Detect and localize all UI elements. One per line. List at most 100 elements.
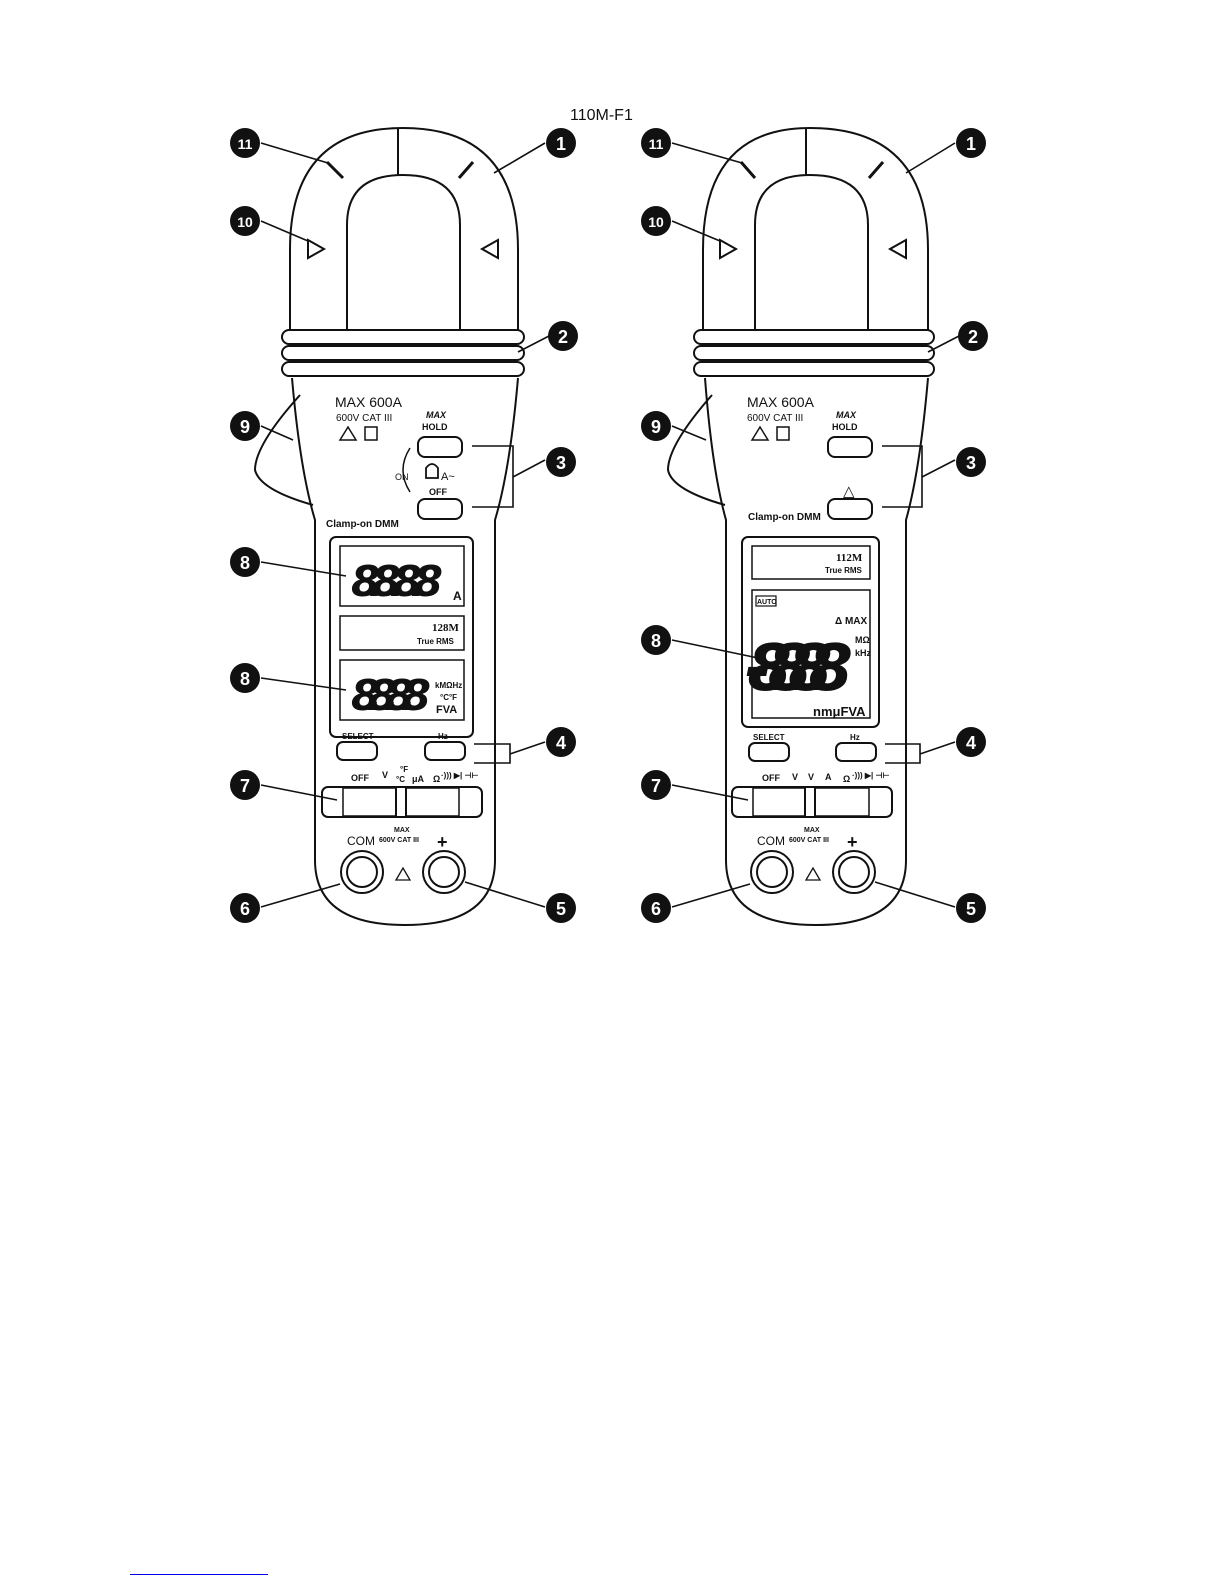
right-rms-label: True RMS [825,566,863,575]
right-display-panel [741,536,880,728]
left-jaw-outer [289,126,519,330]
callout-2-left [548,321,578,351]
left-high-voltage-icon [364,426,378,441]
left-com-label: COM [347,834,375,848]
callout-badges: 1 2 3 4 5 6 7 8 8 9 10 11 1 2 3 4 5 6 [230,128,988,923]
left-barrier-ring-3 [281,361,525,377]
left-select-button[interactable] [336,741,378,761]
right-hz-button[interactable] [835,742,877,762]
right-switch-pos-v2: V [808,772,814,782]
left-max-label: MAX [426,410,447,420]
right-high-voltage-icon [776,426,790,441]
left-meter [253,126,525,927]
callout-6-right [641,893,671,923]
leader-lines [260,142,960,908]
left-switch-pos-f: °F [400,765,408,774]
left-rms-label: True RMS [417,637,455,646]
left-hz-button[interactable] [424,741,466,761]
callout-4-right-label: 4 [966,733,976,753]
right-plus-label: + [847,832,858,852]
right-barrier-ring-3 [693,361,935,377]
callout-9-left [230,411,260,441]
callout-5-right-label: 5 [966,899,976,919]
right-barrier-ring-1 [693,329,935,345]
callout-2-right-label: 2 [968,327,978,347]
left-off-button[interactable] [417,498,463,520]
callout-7-right-label: 7 [651,776,661,796]
callout-8-right-label: 8 [651,631,661,651]
left-hold-label: HOLD [422,422,448,432]
right-display-units-2: kHz [855,648,872,658]
callout-1-left-label: 1 [556,134,566,154]
left-jaw-mark-right-icon [479,238,499,260]
right-switch-knob[interactable] [804,786,816,818]
right-terminal-max: MAX [804,827,820,834]
right-model-label: 112M [836,552,863,564]
callout-11-right-label: 11 [649,136,664,152]
right-select-button[interactable] [748,742,790,762]
left-trigger [253,394,314,506]
left-terminal-warning-icon [394,866,412,881]
left-barrier-ring-2 [281,345,525,361]
callout-3-left-label: 3 [556,453,566,473]
left-select-label: SELECT [342,732,374,741]
callout-1-right [956,128,986,158]
left-terminal-cat: 600V CAT III [379,837,419,844]
callout-9-left-label: 9 [240,417,250,437]
left-bottom-units-2: °C°F [440,693,457,702]
left-bottom-units-3: FVA [436,704,457,716]
left-switch-knob[interactable] [395,786,407,818]
callout-1-left [546,128,576,158]
left-on-label: ON [395,472,409,482]
left-off-label: OFF [429,487,447,497]
right-delta-button[interactable] [827,498,873,520]
right-hold-label: HOLD [832,422,858,432]
right-hold-button[interactable] [827,436,873,458]
callout-8-right [641,625,671,655]
callout-11-left [230,128,260,158]
right-switch-off-label: OFF [762,773,780,783]
left-top-display [339,545,465,607]
right-switch-pos-a: A [825,772,832,782]
left-plus-label: + [437,832,448,852]
callout-10-right-label: 10 [648,214,664,230]
callout-2-right [958,321,988,351]
right-delta-symbol: △ [843,483,855,500]
right-select-label: SELECT [753,733,785,742]
left-hold-button[interactable] [417,436,463,458]
callout-9-right-label: 9 [651,417,661,437]
figure-title: 110M-F1 [570,107,633,124]
footer-link-underline[interactable] [130,1574,268,1575]
callout-3-right-label: 3 [966,453,976,473]
left-labels: MAX 600A 600V CAT III MAX HOLD ON A~ OFF… [321,394,483,894]
right-jaw-mark-left-icon [719,238,739,260]
left-barrier-ring-1 [281,329,525,345]
right-hz-label: Hz [850,733,860,742]
left-model-plate [339,615,465,651]
right-terminal-cat: 600V CAT III [789,837,829,844]
right-display-digits: -8.8.8.8 [745,632,853,706]
left-jaw-inner [346,173,461,330]
callout-7-left [230,770,260,800]
left-clamp-mode-symbol: A~ [441,471,455,483]
right-body-outline [704,377,929,927]
callout-5-right [956,893,986,923]
callout-2-left-label: 2 [558,327,568,347]
left-switch-pos-cont: ·))) ▶| ⊣⊢ [441,770,478,780]
callout-4-left [546,727,576,757]
right-auto-label: AUTO [757,599,777,606]
right-meter [666,126,935,927]
right-brand-text: Clamp-on DMM [748,512,821,523]
left-max-rating: MAX 600A [335,394,403,410]
left-terminal-max: MAX [394,827,410,834]
right-labels: MAX 600A 600V CAT III MAX HOLD △ Clamp-o… [731,394,893,894]
right-barrier-ring-2 [693,345,935,361]
left-warning-triangle-icon [338,425,358,441]
right-max-label: MAX [836,410,857,420]
callout-8a-left-label: 8 [240,553,250,573]
callout-7-left-label: 7 [240,776,250,796]
callout-9-right [641,411,671,441]
callout-5-left-label: 5 [556,899,566,919]
right-terminal-warning-icon [804,866,822,881]
